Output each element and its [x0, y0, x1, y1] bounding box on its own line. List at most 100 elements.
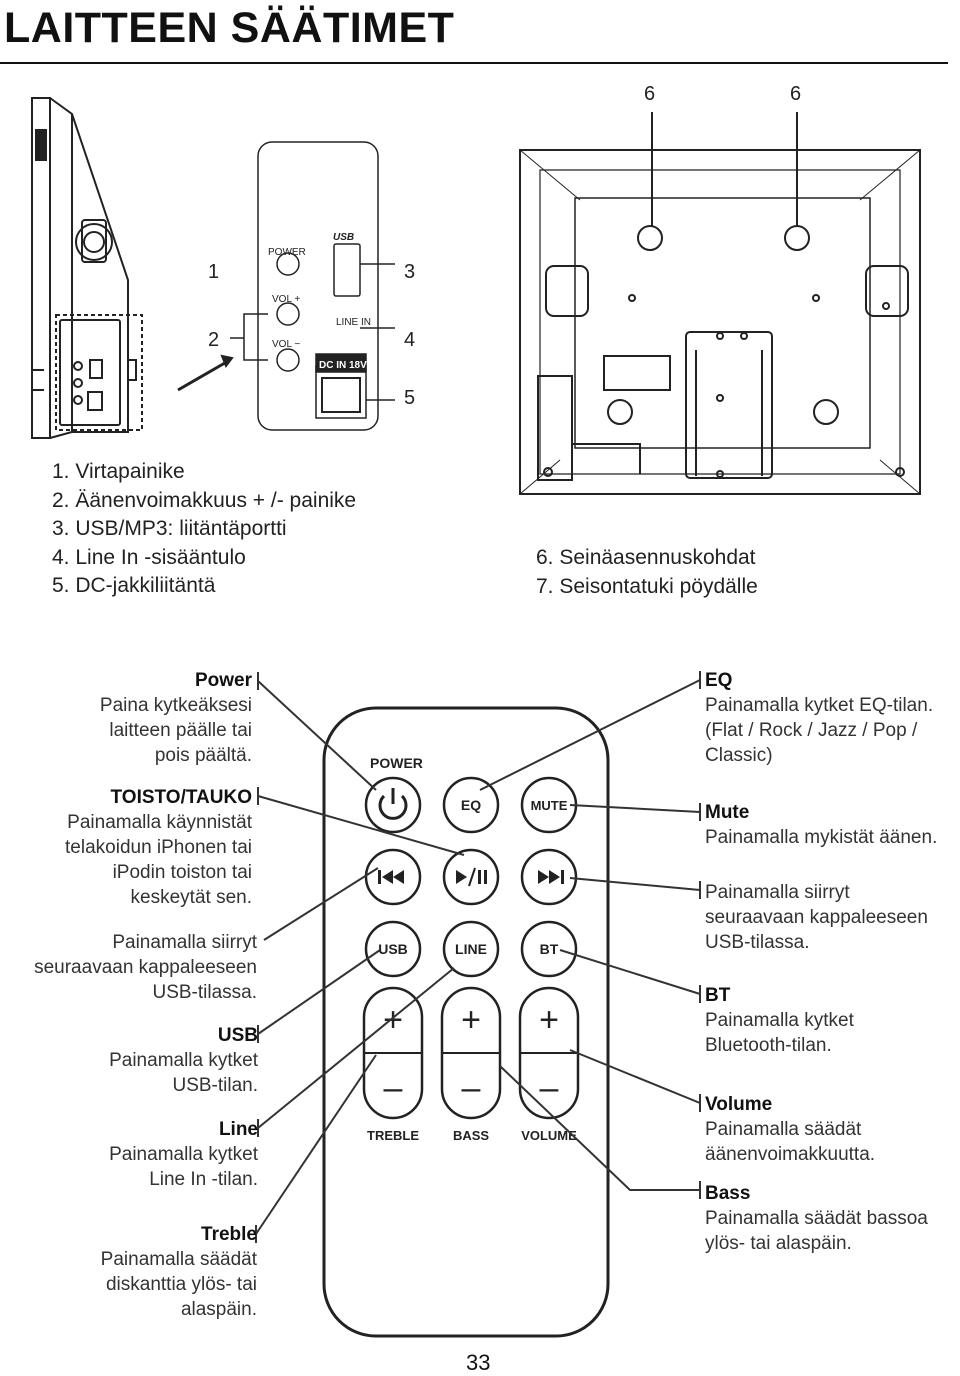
annotation-line: USB-tilassa. — [152, 982, 257, 1003]
bass-rocker[interactable]: + – — [440, 986, 502, 1120]
page-title: LAITTEEN SÄÄTIMET — [4, 4, 455, 52]
bass-label: BASS — [453, 1128, 489, 1143]
annotation-treble: Treble Painamalla säädät diskanttia ylös… — [101, 1222, 257, 1322]
annotation-line: laitteen päälle tai — [109, 720, 252, 741]
annotation-previous: Painamalla siirryt seuraavaan kappaleese… — [34, 930, 257, 1005]
annotation-line: Paina kytkeäksesi — [99, 695, 252, 716]
list-item: 2. Äänenvoimakkuus + /- painike — [52, 488, 357, 512]
right-legend-list: 6. Seinäasennuskohdat 7. Seisontatuki pö… — [536, 544, 758, 601]
bt-button-label: BT — [540, 941, 559, 957]
annotation-play-pause: TOISTO/TAUKO Painamalla käynnistät telak… — [65, 785, 252, 910]
eq-button[interactable]: EQ — [442, 776, 500, 834]
page-number: 33 — [466, 1350, 491, 1375]
annotation-play-title: TOISTO/TAUKO — [110, 787, 252, 808]
eq-button-label: EQ — [461, 797, 481, 813]
annotation-line: alaspäin. — [180, 1299, 257, 1320]
list-item: 4. Line In -sisääntulo — [52, 545, 246, 569]
usb-button[interactable]: USB — [364, 920, 422, 978]
list-item: 7. Seisontatuki pöydälle — [536, 574, 758, 598]
annotation-bt-title: BT — [705, 985, 731, 1006]
title-rule — [0, 62, 948, 64]
annotation-line: ylös- tai alaspäin. — [705, 1233, 852, 1254]
annotation-line: Painamalla kytket — [705, 1010, 854, 1031]
remote-control: POWER EQ MUTE — [322, 706, 610, 1338]
annotation-usb-title: USB — [217, 1025, 258, 1046]
annotation-line: Painamalla kytket EQ-tilan. — [705, 695, 934, 716]
annotation-line: (Flat / Rock / Jazz / Pop / — [705, 720, 918, 741]
treble-label: TREBLE — [367, 1128, 419, 1143]
panel-label-dc-in: DC IN 18V — [319, 360, 367, 371]
left-legend-list: 1. Virtapainike 2. Äänenvoimakkuus + /- … — [52, 458, 356, 601]
callout-3: 3 — [404, 261, 415, 283]
volume-plus[interactable]: + — [539, 1001, 559, 1039]
annotation-line-in: Line Painamalla kytket Line In -tilan. — [109, 1117, 258, 1192]
annotation-eq-title: EQ — [705, 670, 733, 691]
annotation-volume-title: Volume — [705, 1094, 773, 1115]
annotation-bt: BT Painamalla kytket Bluetooth-tilan. — [705, 983, 854, 1058]
volume-rocker[interactable]: + – — [518, 986, 580, 1120]
annotation-next: Painamalla siirryt seuraavaan kappaleese… — [705, 880, 928, 955]
play-pause-icon — [456, 867, 487, 887]
annotation-treble-title: Treble — [201, 1224, 257, 1245]
annotation-power: Power Paina kytkeäksesi laitteen päälle … — [100, 668, 252, 768]
annotation-line: Classic) — [705, 745, 773, 766]
callout-2: 2 — [208, 329, 219, 351]
bass-minus[interactable]: – — [462, 1069, 481, 1107]
volume-label: VOLUME — [521, 1128, 577, 1143]
power-button[interactable] — [364, 776, 422, 834]
previous-button[interactable] — [364, 848, 422, 906]
callout-1: 1 — [208, 261, 219, 283]
annotation-usb: USB Painamalla kytket USB-tilan. — [109, 1023, 258, 1098]
annotation-line: Painamalla siirryt — [112, 932, 257, 953]
line-button-label: LINE — [455, 941, 487, 957]
annotation-line-title: Line — [218, 1119, 258, 1140]
treble-plus[interactable]: + — [383, 1001, 403, 1039]
device-illustrations: POWER VOL + VOL − USB LINE IN DC IN 18V … — [31, 83, 921, 495]
annotation-line: Painamalla kytket — [109, 1050, 258, 1071]
annotation-line: pois päältä. — [154, 745, 252, 766]
annotation-line: seuraavaan kappaleeseen — [705, 907, 928, 928]
annotation-line: Painamalla säädät — [100, 1249, 257, 1270]
annotation-mute: Mute Painamalla mykistät äänen. — [705, 800, 937, 850]
connector-panel — [230, 141, 395, 431]
annotation-line: Painamalla käynnistät — [67, 812, 252, 833]
annotation-line: Line In -tilan. — [149, 1169, 258, 1190]
next-button[interactable] — [520, 848, 578, 906]
line-button[interactable]: LINE — [442, 920, 500, 978]
panel-label-power: POWER — [268, 247, 306, 258]
bt-button[interactable]: BT — [520, 920, 578, 978]
mute-button[interactable]: MUTE — [520, 776, 578, 834]
annotation-line: Bluetooth-tilan. — [705, 1035, 832, 1056]
annotation-volume: Volume Painamalla säädät äänenvoimakkuut… — [705, 1092, 875, 1167]
list-item: 5. DC-jakkiliitäntä — [52, 574, 216, 597]
annotation-line: äänenvoimakkuutta. — [705, 1144, 876, 1165]
callout-6a: 6 — [644, 83, 655, 105]
device-back-view — [519, 149, 921, 495]
volume-minus[interactable]: – — [540, 1069, 559, 1107]
panel-label-line-in: LINE IN — [336, 317, 371, 328]
annotation-line: keskeytät sen. — [130, 887, 252, 908]
annotation-line: Painamalla siirryt — [705, 882, 850, 903]
annotation-line: seuraavaan kappaleeseen — [34, 957, 257, 978]
annotation-line: Painamalla kytket — [109, 1144, 258, 1165]
annotation-line: Painamalla mykistät äänen. — [705, 827, 938, 848]
treble-rocker[interactable]: + – — [362, 986, 424, 1120]
mute-button-label: MUTE — [531, 798, 568, 813]
remote-label-power: POWER — [370, 755, 423, 771]
annotation-eq: EQ Painamalla kytket EQ-tilan. (Flat / R… — [705, 668, 933, 768]
treble-minus[interactable]: – — [384, 1069, 403, 1107]
usb-button-label: USB — [378, 941, 408, 957]
previous-icon — [378, 870, 404, 884]
bass-plus[interactable]: + — [461, 1001, 481, 1039]
annotation-power-title: Power — [194, 670, 252, 691]
annotation-line: Painamalla säädät bassoa — [705, 1208, 928, 1229]
annotation-line: USB-tilassa. — [705, 932, 810, 953]
annotation-line: USB-tilan. — [172, 1075, 258, 1096]
annotation-bass: Bass Painamalla säädät bassoa ylös- tai … — [705, 1181, 928, 1256]
panel-label-vol-minus: VOL − — [272, 339, 300, 350]
play-pause-button[interactable] — [442, 848, 500, 906]
annotation-line: Painamalla säädät — [705, 1119, 862, 1140]
list-item: 6. Seinäasennuskohdat — [536, 546, 756, 569]
callout-5: 5 — [404, 387, 415, 409]
